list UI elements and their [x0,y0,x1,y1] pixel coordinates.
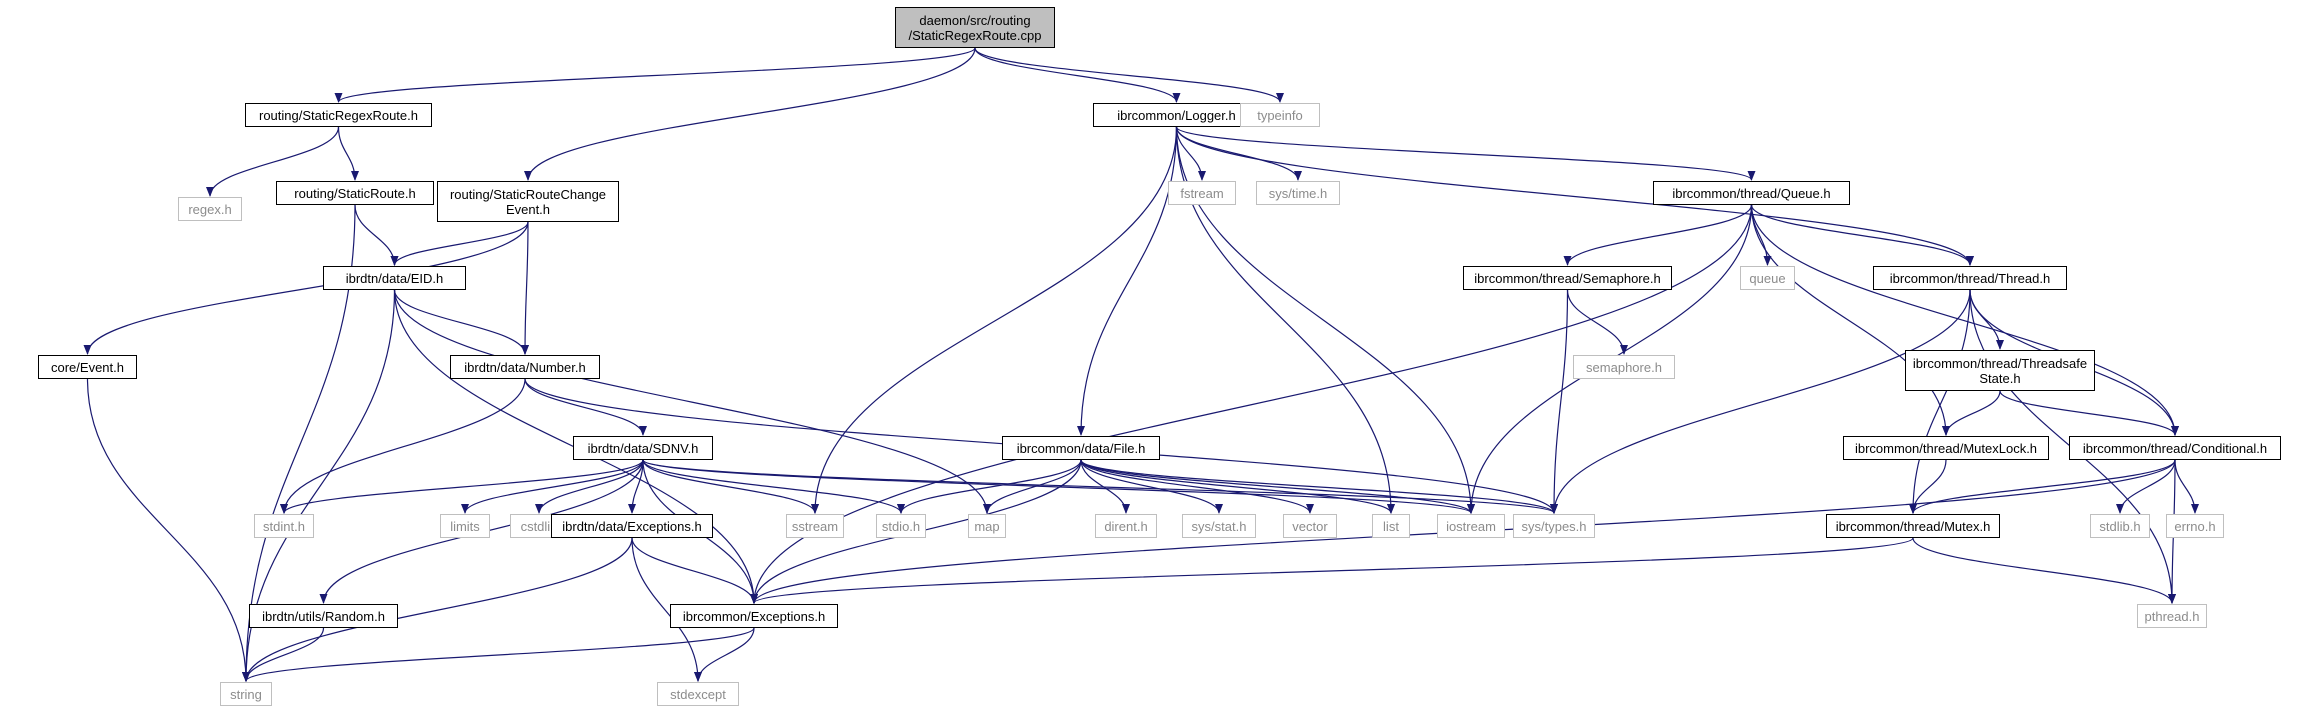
edge-sdnv-to-stdio [642,459,905,514]
edge-logger-to-sstream [811,126,1178,514]
node-tss[interactable]: ibrcommon/thread/Threadsafe State.h [1905,350,2095,391]
edge-file-to-list [1080,459,1395,514]
node-limits: limits [440,514,490,538]
edge-src_ev-to-eid [390,221,529,266]
edge-file-to-sysstat [1080,459,1223,514]
edge-logger-to-thread [1175,126,1974,266]
node-sema[interactable]: ibrcommon/thread/Semaphore.h [1463,266,1672,290]
node-mutexlock[interactable]: ibrcommon/thread/MutexLock.h [1843,436,2049,460]
edge-commonex-to-string [242,627,755,682]
node-queue: queue [1740,266,1795,290]
node-file[interactable]: ibrcommon/data/File.h [1002,436,1160,460]
node-mutex[interactable]: ibrcommon/thread/Mutex.h [1826,514,2000,538]
edge-cond-to-stdlib [2116,459,2176,514]
edge-commonex-to-stdexcept [694,627,755,682]
node-stdint: stdint.h [254,514,314,538]
node-semaphore: semaphore.h [1573,355,1675,379]
node-systime: sys/time.h [1256,181,1340,205]
node-sstream: sstream [786,514,844,538]
edge-eid-to-number [393,289,529,355]
edge-src_ev-to-number [521,221,530,355]
edge-mutex-to-commonex [750,537,1914,604]
node-stdexcept: stdexcept [657,682,739,706]
edge-srr_h-to-sr_h [337,126,359,181]
node-systypes: sys/types.h [1513,514,1595,538]
edge-file-to-dirent [1080,459,1130,514]
node-sdnv[interactable]: ibrdtn/data/SDNV.h [573,436,713,460]
edge-tss-to-mutexlock [1942,390,2001,436]
edge-eid-to-map [393,289,991,514]
node-sysstat: sys/stat.h [1182,514,1256,538]
edge-dtnex-to-string [242,537,633,682]
edge-sdnv-to-sstream [642,459,819,514]
edge-queue_h-to-sema [1563,204,1753,266]
node-srr-h[interactable]: routing/StaticRegexRoute.h [245,103,432,127]
node-src-ev[interactable]: routing/StaticRouteChange Event.h [437,181,619,222]
node-regex: regex.h [178,197,242,221]
node-root[interactable]: daemon/src/routing /StaticRegexRoute.cpp [895,7,1055,48]
node-thread[interactable]: ibrcommon/thread/Thread.h [1873,266,2067,290]
edge-file-to-map [983,459,1082,514]
edge-sdnv-to-cstdlib [535,459,644,514]
edge-file-to-stdio [897,459,1082,514]
node-dirent: dirent.h [1095,514,1157,538]
edge-queue_h-to-mutexlock [1750,204,1950,436]
edge-dtnex-to-commonex [631,537,758,604]
edge-cond-to-mutex [1909,459,2176,514]
node-errno: errno.h [2166,514,2224,538]
edge-thread-to-systypes [1550,289,1971,514]
edge-dtnex-to-stdexcept [631,537,702,682]
node-stdio: stdio.h [876,514,926,538]
node-pthread: pthread.h [2137,604,2207,628]
node-sr-h[interactable]: routing/StaticRoute.h [276,181,434,205]
edge-number-to-sdnv [524,378,647,436]
edge-file-to-vector [1080,459,1314,514]
edge-sema-to-semaphore [1566,289,1628,355]
node-eid[interactable]: ibrdtn/data/EID.h [323,266,466,290]
node-map: map [968,514,1006,538]
node-dtnex[interactable]: ibrdtn/data/Exceptions.h [551,514,713,538]
node-event[interactable]: core/Event.h [38,355,137,379]
edge-logger-to-file [1077,126,1178,436]
edge-thread-to-mutex [1909,289,1971,514]
node-stdlib: stdlib.h [2090,514,2150,538]
edge-mutex-to-pthread [1912,537,2176,604]
node-fstream: fstream [1168,181,1236,205]
node-queue-h[interactable]: ibrcommon/thread/Queue.h [1653,181,1850,205]
node-logger[interactable]: ibrcommon/Logger.h [1093,103,1260,127]
edge-sdnv-to-systypes [642,459,1558,514]
node-random[interactable]: ibrdtn/utils/Random.h [249,604,398,628]
edge-root-to-logger [974,47,1181,103]
edge-file-to-systypes [1080,459,1558,514]
edge-file-to-iostream [1080,459,1475,514]
edge-queue_h-to-cond [1750,204,2179,436]
edge-root-to-typeinfo [974,47,1284,103]
edge-event-to-string [86,378,250,682]
edge-tss-to-cond [1999,390,2179,436]
node-list: list [1372,514,1410,538]
edge-srr_h-to-regex [206,126,340,197]
node-vector: vector [1283,514,1337,538]
edge-sdnv-to-stdint [280,459,644,514]
node-number[interactable]: ibrdtn/data/Number.h [450,355,600,379]
edge-sema-to-systypes [1550,289,1569,514]
edge-sdnv-to-limits [461,459,644,514]
edge-queue_h-to-thread [1750,204,1974,266]
edge-number-to-stdint [280,378,526,514]
node-iostream: iostream [1437,514,1505,538]
edge-root-to-srr_h [334,47,976,103]
node-cond[interactable]: ibrcommon/thread/Conditional.h [2069,436,2281,460]
node-commonex[interactable]: ibrcommon/Exceptions.h [670,604,838,628]
edge-src_ev-to-event [83,221,529,355]
node-string: string [220,682,272,706]
edge-logger-to-queue_h [1175,126,1756,181]
edge-root-to-src_ev [524,47,976,181]
node-typeinfo: typeinfo [1240,103,1320,127]
